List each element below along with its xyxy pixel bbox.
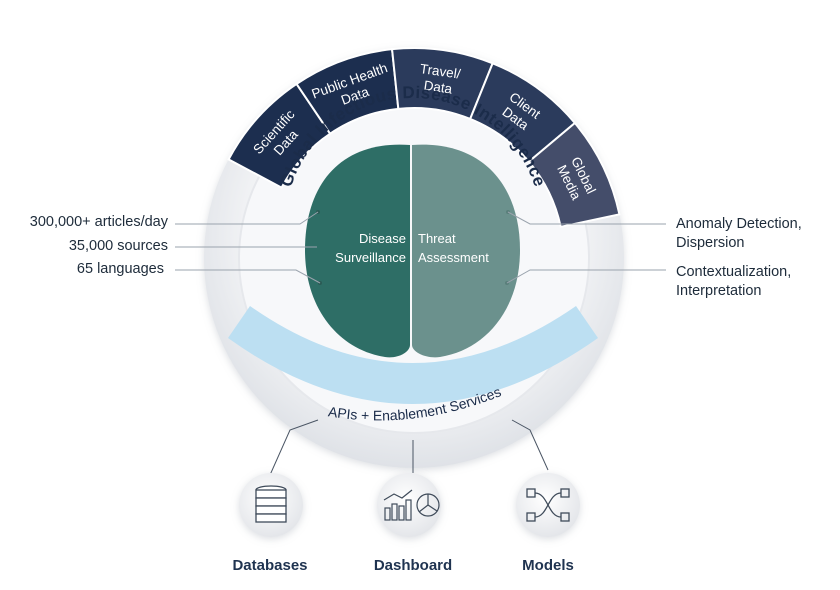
stat-languages: 65 languages — [76, 261, 164, 277]
dashboard-chart-icon — [377, 473, 441, 537]
right-leader-lines — [506, 211, 666, 284]
stat-articles-per-day: 300,000+ articles/day — [29, 214, 168, 230]
output-label-databases: Databases — [232, 557, 308, 574]
stat-sources: 35,000 sources — [68, 238, 168, 254]
segment-label-travel-data: Travel/Data — [417, 61, 462, 97]
model-flow-icon — [516, 473, 580, 537]
note-contextualization: Contextualization,Interpretation — [676, 264, 792, 299]
brain-right-hemisphere — [412, 144, 520, 358]
database-icon — [239, 473, 303, 537]
brain-left-hemisphere — [305, 144, 410, 358]
note-anomaly-detection: Anomaly Detection,Dispersion — [676, 216, 802, 251]
api-services-band — [228, 306, 598, 404]
brain-graphic — [305, 144, 520, 358]
left-leader-lines — [175, 211, 321, 284]
output-label-dashboard: Dashboard — [373, 557, 453, 574]
output-label-models: Models — [522, 557, 574, 574]
output-connectors — [269, 419, 549, 476]
segment-global-media — [527, 121, 621, 228]
